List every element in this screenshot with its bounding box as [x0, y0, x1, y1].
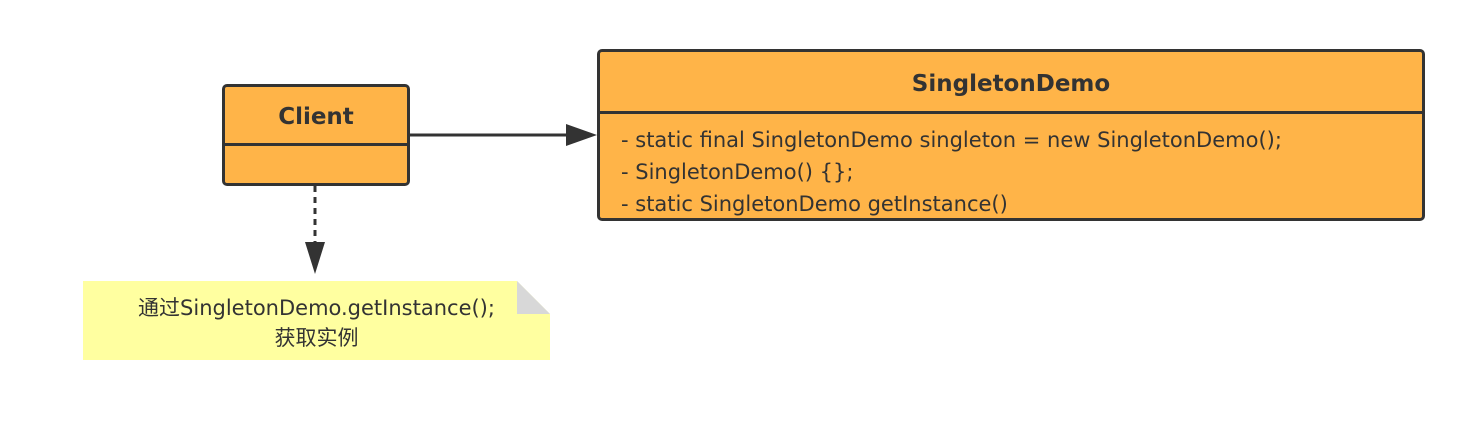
singleton-member-field: - static final SingletonDemo singleton =…	[621, 128, 1282, 152]
association-arrow[interactable]	[410, 124, 597, 146]
client-class-name: Client	[225, 87, 407, 146]
client-class-box[interactable]: Client	[222, 84, 410, 186]
singleton-members-list: - static final SingletonDemo singleton =…	[600, 114, 1422, 220]
note-box[interactable]: 通过SingletonDemo.getInstance(); 获取实例	[83, 281, 550, 360]
singleton-member-constructor: - SingletonDemo() {};	[621, 160, 854, 184]
note-dependency-arrow[interactable]	[305, 186, 325, 274]
note-line-2: 获取实例	[274, 326, 359, 350]
singleton-class-name: SingletonDemo	[600, 52, 1422, 114]
association-arrowhead	[566, 124, 597, 146]
singleton-member-method: - static SingletonDemo getInstance()	[621, 192, 1008, 216]
note-line-1: 通过SingletonDemo.getInstance();	[138, 296, 495, 320]
singleton-class-box[interactable]: SingletonDemo - static final SingletonDe…	[597, 49, 1425, 221]
dependency-arrowhead	[305, 242, 325, 274]
